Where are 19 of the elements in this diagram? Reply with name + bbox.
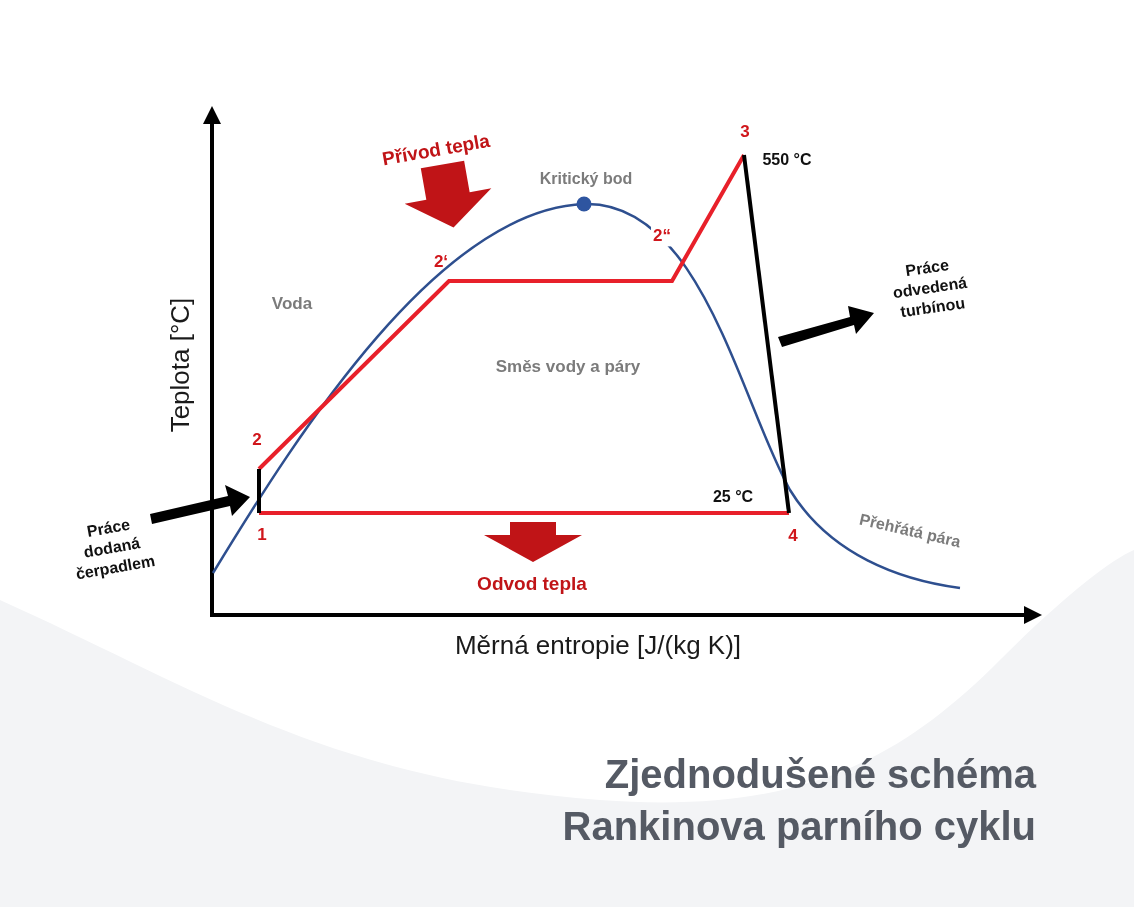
diagram-label: Kritický bod: [539, 169, 633, 189]
diagram-label: 4: [788, 525, 798, 547]
diagram-label: Odvod tepla: [477, 572, 587, 596]
diagram-title: Zjednodušené schéma Rankinova parního cyklu: [561, 751, 1036, 850]
diagram-label: Teplota [°C]: [163, 297, 196, 433]
diagram-label: 25 °C: [712, 487, 754, 507]
diagram-label: 2: [252, 429, 262, 451]
diagram-label: Přívod tepla: [380, 128, 492, 172]
diagram-label: Směs vody a páry: [495, 356, 641, 378]
diagram-label: 1: [257, 524, 267, 546]
diagram-label: Práce dodaná čerpadlem: [73, 514, 158, 585]
diagram-label: Voda: [271, 293, 313, 315]
diagram-label: Měrná entropie [J/(kg K)]: [454, 628, 742, 662]
diagram-label: Práce odvedená turbínou: [890, 255, 970, 323]
diagram-label: 3: [740, 121, 750, 143]
diagram-label: Přehřátá pára: [857, 509, 963, 553]
diagram-label: 550 °C: [762, 150, 812, 170]
diagram-label: 2“: [651, 225, 673, 247]
diagram-label: 2‘: [433, 251, 449, 273]
